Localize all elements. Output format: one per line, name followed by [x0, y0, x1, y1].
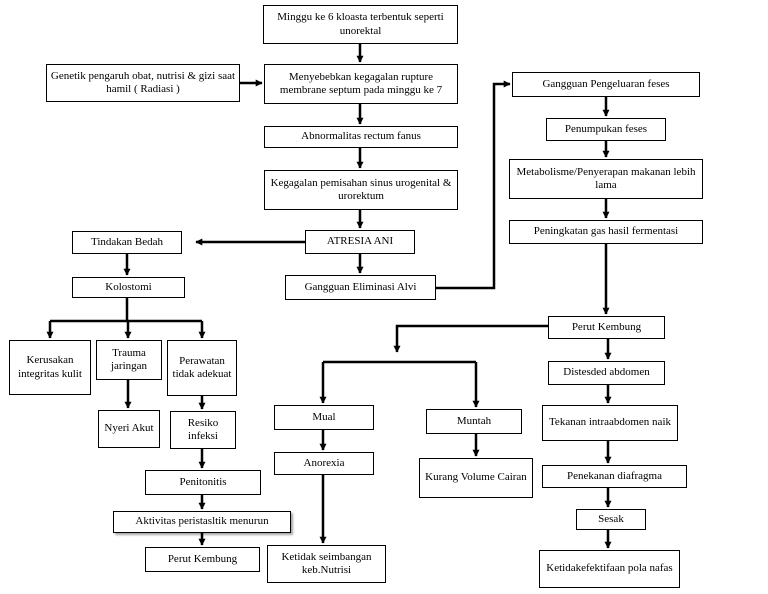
node-kolostomi: Kolostomi	[72, 277, 185, 298]
node-trauma: Trauma jaringan	[96, 340, 162, 380]
node-ketidak-seimbangan: Ketidak seimbangan keb.Nutrisi	[267, 545, 386, 583]
node-ketidakefektifan: Ketidakefektifaan pola nafas	[539, 550, 680, 588]
node-metabolisme: Metabolisme/Penyerapan makanan lebih lam…	[509, 159, 703, 199]
node-distesded: Distesded abdomen	[548, 361, 665, 385]
node-mual: Mual	[274, 405, 374, 430]
node-resiko: Resiko infeksi	[170, 411, 236, 449]
node-peningkatan: Peningkatan gas hasil fermentasi	[509, 220, 703, 244]
node-perut-kembung-right: Perut Kembung	[548, 316, 665, 339]
node-tekanan: Tekanan intraabdomen naik	[542, 405, 678, 441]
node-nyeri: Nyeri Akut	[98, 410, 160, 448]
edge-kolostomi-split	[50, 298, 202, 323]
node-gangguan-eliminasi: Gangguan Eliminasi Alvi	[285, 275, 436, 300]
node-perawatan: Perawatan tidak adekuat	[167, 340, 237, 396]
node-kurang-volume: Kurang Volume Cairan	[419, 458, 533, 498]
node-sesak: Sesak	[576, 509, 646, 530]
node-gangguan-pengeluaran: Gangguan Pengeluaran feses	[512, 72, 700, 97]
node-atresia: ATRESIA ANI	[305, 230, 415, 254]
node-perut-kembung-left: Perut Kembung	[145, 547, 260, 572]
node-penekanan: Penekanan diafragma	[542, 465, 687, 488]
edge-perutkembung-split	[393, 324, 548, 353]
node-abnormalitas: Abnormalitas rectum fanus	[264, 126, 458, 148]
node-genetik: Genetik pengaruh obat, nutrisi & gizi sa…	[46, 64, 240, 102]
node-muntah: Muntah	[426, 409, 522, 434]
node-kegagalan: Kegagalan pemisahan sinus urogenital & u…	[264, 170, 458, 210]
node-aktivitas: Aktivitas peristasltik menurun	[113, 511, 291, 533]
node-minggu6: Minggu ke 6 kloasta terbentuk seperti un…	[263, 5, 458, 44]
edge-eliminasi-pengeluaran	[436, 80, 511, 290]
node-penitonitis: Penitonitis	[145, 470, 261, 495]
node-kerusakan: Kerusakan integritas kulit	[9, 340, 91, 395]
node-anorexia: Anorexia	[274, 452, 374, 475]
node-menyebabkan: Menyebebkan kegagalan rupture membrane s…	[264, 64, 458, 104]
node-penumpukan: Penumpukan feses	[546, 118, 666, 141]
node-tindakan-bedah: Tindakan Bedah	[72, 231, 182, 254]
